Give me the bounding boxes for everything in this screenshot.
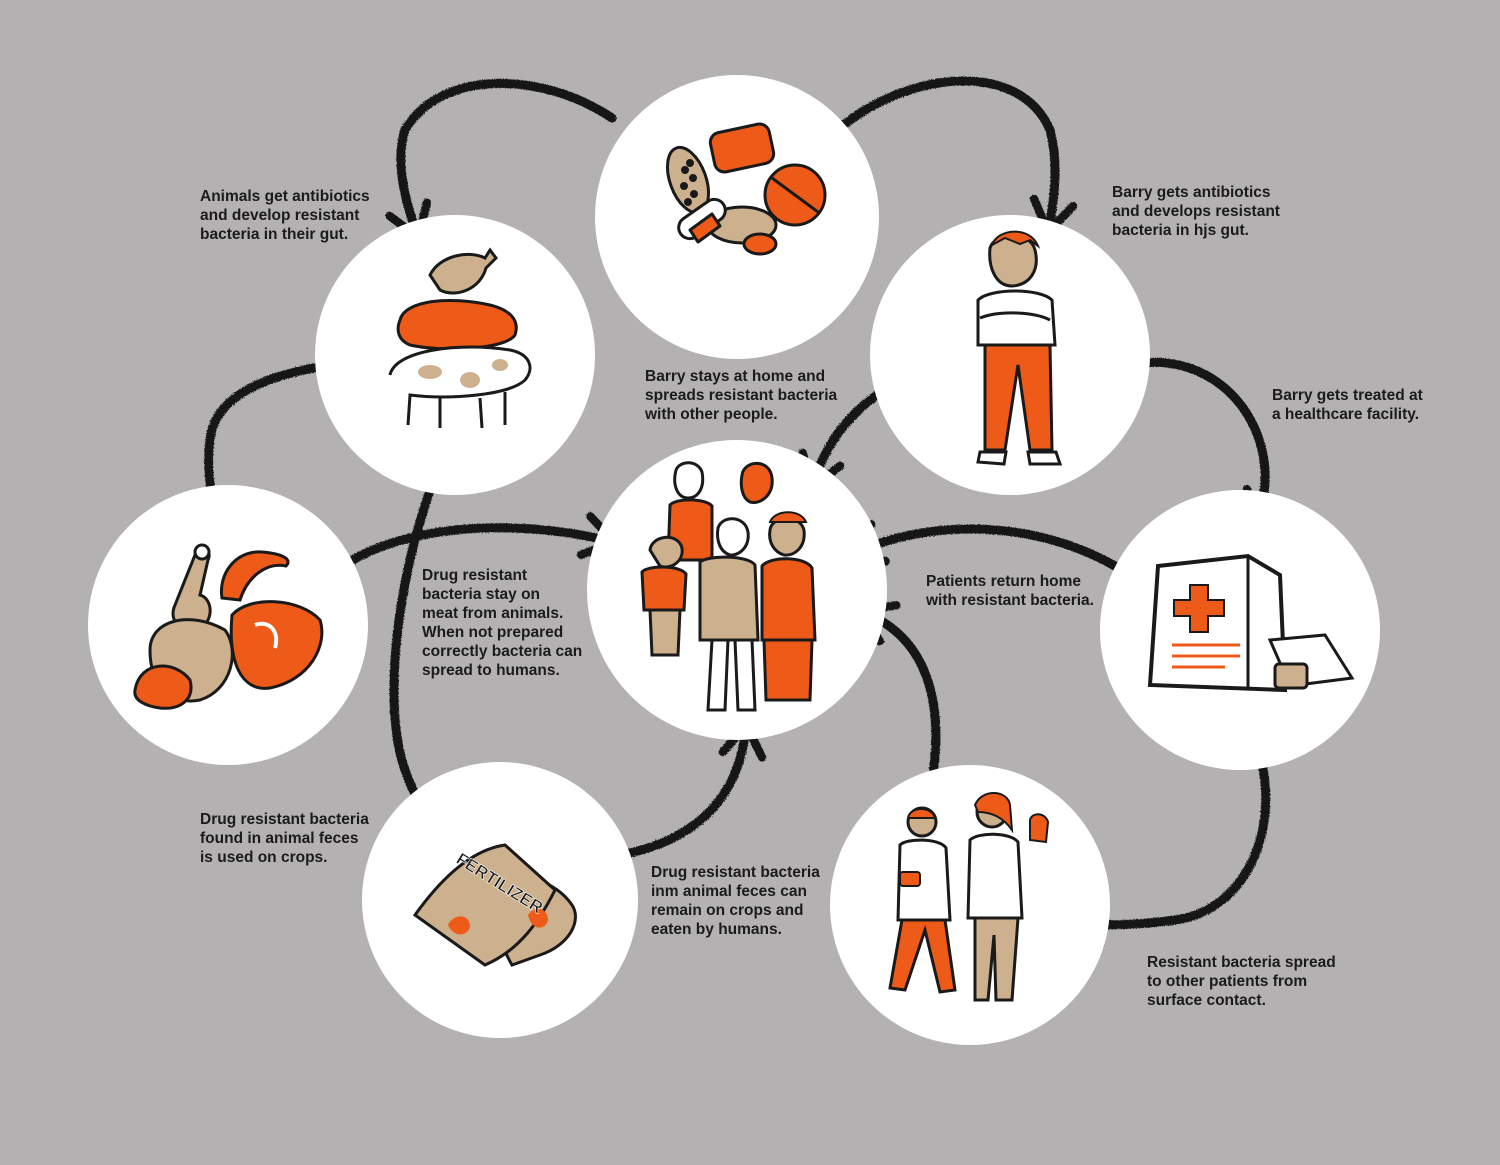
- arrow-hospital-to-community: [846, 520, 1130, 577]
- arrow-workers-to-community: [856, 600, 941, 785]
- meat-icon: [133, 543, 324, 710]
- label-surface-contact: Resistant bacteria spread to other patie…: [1147, 954, 1336, 1009]
- people-group-icon: [640, 461, 817, 712]
- hospital-icon: [1147, 553, 1355, 693]
- label-crops-eaten: Drug resistant bacteria inm animal feces…: [651, 864, 820, 938]
- arrow-antibiotics-to-animals: [385, 79, 617, 242]
- label-barry-gets-antibiotics: Barry gets antibiotics and develops resi…: [1112, 184, 1280, 239]
- circle-meat: [88, 485, 368, 765]
- label-barry-stays-home: Barry stays at home and spreads resistan…: [645, 368, 838, 423]
- sick-man-icon: [976, 230, 1063, 466]
- arrow-meat-to-community: [325, 511, 619, 580]
- label-feces-on-crops: Drug resistant bacteria found in animal …: [200, 811, 369, 866]
- label-bacteria-on-meat: Drug resistant bacteria stay on meat fro…: [422, 567, 583, 679]
- label-patients-return: Patients return home with resistant bact…: [926, 573, 1094, 609]
- farm-animals-icon: [388, 247, 532, 429]
- arrow-hospital-to-workers: [1065, 735, 1271, 950]
- arrow-antibiotics-to-barry: [835, 76, 1078, 236]
- doctors-icon: [888, 792, 1050, 1002]
- pills-icon: [665, 122, 827, 256]
- label-animals-get-antibiotics: Animals get antibiotics and develop resi…: [200, 188, 370, 243]
- label-barry-treated: Barry gets treated at a healthcare facil…: [1272, 387, 1423, 423]
